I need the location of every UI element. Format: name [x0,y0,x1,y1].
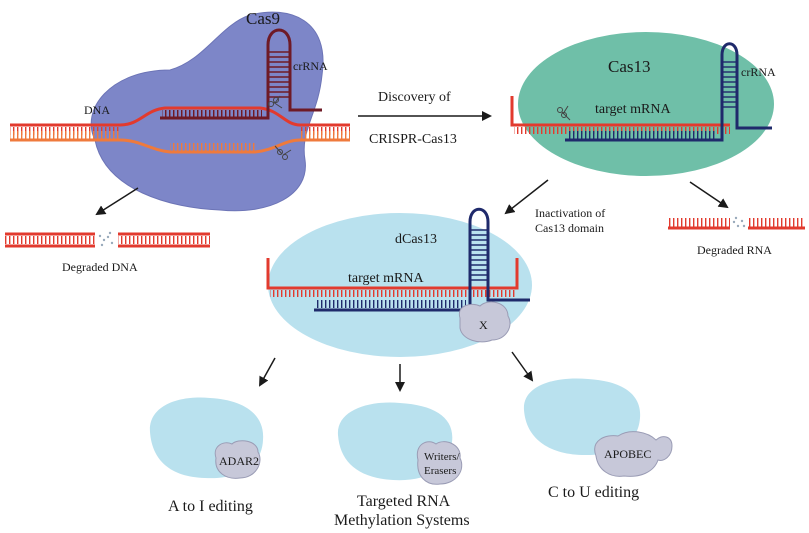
inactivation-label-line1: Inactivation of [535,206,605,220]
writers-erasers-fusion: Writers/ Erasers Targeted RNA Methylatio… [334,402,470,529]
targeted-rna-label-line1: Targeted RNA [357,493,451,510]
degraded-rna-label: Degraded RNA [697,243,772,257]
degraded-rna: Degraded RNA [668,181,805,257]
fragment-dots [732,216,746,228]
erasers-label: Erasers [424,465,456,477]
scissors-icon [557,105,571,121]
cas9-crrna [160,28,322,120]
x-label: X [479,318,488,332]
degraded-dna-label: Degraded DNA [62,260,138,274]
apobec-enzyme-body [594,431,673,477]
a-to-i-label: A to I editing [168,498,253,515]
dcas13-complex: dCas13 target mRNA X [266,207,532,357]
cas9-complex: Cas9 crRNA DNA [10,9,350,212]
cas9-label: Cas9 [246,9,280,28]
inactivation-label-line2: Cas13 domain [535,221,604,235]
discovery-label-line1: Discovery of [378,90,451,105]
apobec-fusion: APOBEC C to U editing [523,378,673,501]
discovery-label-line2: CRISPR-Cas13 [369,132,457,147]
dna-label: DNA [84,103,110,117]
cas13-target-mrna-label: target mRNA [595,102,671,117]
arrow-apobec [511,351,534,382]
writers-erasers-enzyme-body [416,441,463,485]
writers-label: Writers/ [424,451,461,463]
apobec-label: APOBEC [604,447,651,461]
cas13-label: Cas13 [608,57,651,76]
cas13-complex: Cas13 crRNA target mRNA [510,32,776,176]
adar2-label: ADAR2 [219,454,259,468]
c-to-u-label: C to U editing [548,484,639,501]
scissors-icon [274,145,292,160]
scissors-icon [268,95,283,109]
dcas13-target-mrna-label: target mRNA [348,271,424,286]
cas9-crrna-label: crRNA [293,59,328,73]
inactivation-arrow: Inactivation of Cas13 domain [504,179,605,235]
targeted-rna-label-line2: Methylation Systems [334,512,470,529]
dcas13-label: dCas13 [395,232,437,247]
discovery-arrow: Discovery of CRISPR-Cas13 [358,90,492,147]
arrow-adar2 [259,357,276,387]
degraded-dna: Degraded DNA [5,187,210,274]
cas13-crrna-label: crRNA [741,65,776,79]
adar2-fusion: ADAR2 A to I editing [149,397,264,515]
x-effector-body [458,301,511,343]
fragment-dots [98,231,114,247]
adar2-enzyme-body [214,440,261,479]
